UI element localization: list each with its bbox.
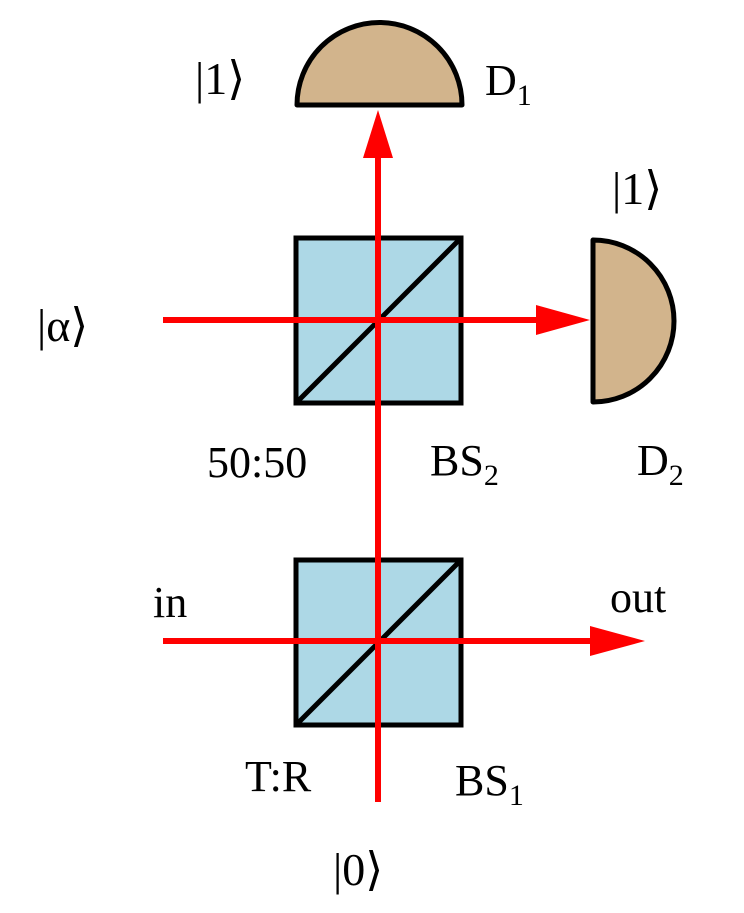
ket-zero-label: |0⟩ — [333, 844, 383, 895]
d2-label: D2 — [637, 436, 684, 492]
in-label: in — [153, 578, 187, 627]
d1-label: D1 — [485, 56, 532, 112]
ket-d1-label: |1⟩ — [195, 53, 245, 104]
arrow-out — [590, 626, 645, 656]
bs1-label: BS1 — [455, 756, 524, 812]
ket-d2-label: |1⟩ — [612, 163, 662, 214]
detector-d1 — [294, 20, 465, 108]
ket-alpha-label: |α⟩ — [37, 300, 88, 351]
bs1-ratio-label: T:R — [245, 752, 312, 801]
out-label: out — [610, 573, 666, 622]
arrow-to-d1 — [363, 110, 393, 158]
bs2-ratio-label: 50:50 — [207, 438, 307, 487]
detector-d2 — [590, 237, 677, 405]
arrow-to-d2 — [536, 305, 590, 335]
laser-beams — [163, 110, 645, 802]
bs2-label: BS2 — [430, 436, 499, 492]
